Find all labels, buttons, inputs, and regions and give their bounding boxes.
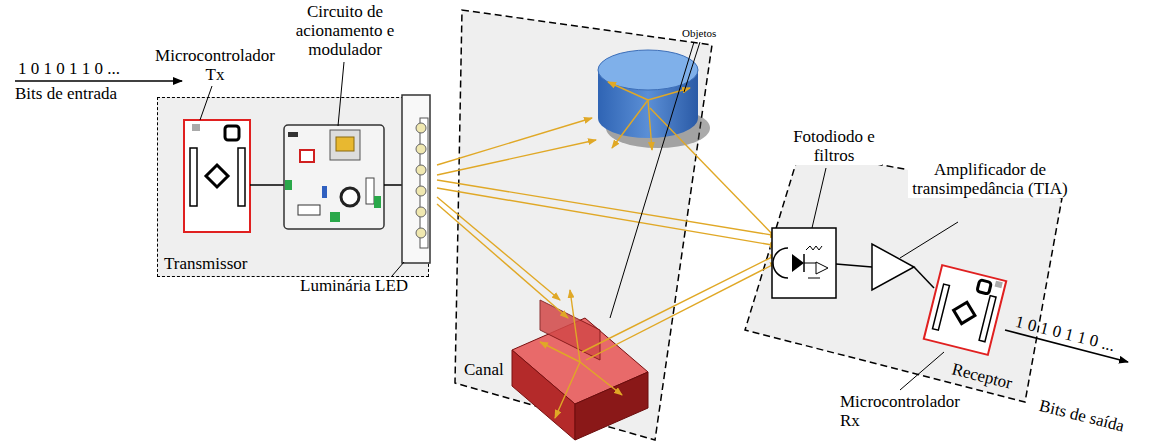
- label-holder: 1 0 1 0 1 1 0 ...: [1018, 312, 1120, 332]
- wire: [914, 267, 934, 288]
- leader-lines: [200, 42, 958, 390]
- label-holder: Bits de saída: [1042, 396, 1129, 416]
- component-label: Amplificador de transimpedância (TIA): [908, 160, 1072, 198]
- component-label: Microcontrolador Tx: [150, 46, 280, 84]
- label-holder: Fotodiodo e filtros: [786, 127, 882, 166]
- rx-microcontroller: [924, 265, 1006, 355]
- callout-label: Objetos: [682, 26, 716, 40]
- wire: [384, 184, 402, 186]
- component-label: Luminária LED: [300, 276, 408, 295]
- label-holder: Circuito de acionamento e modulador: [280, 2, 410, 59]
- light-rays: [437, 82, 778, 418]
- photodiode-box: [772, 228, 836, 298]
- input-arrow: [15, 80, 182, 82]
- tx-microcontroller: [184, 120, 250, 232]
- label-holder: Microcontrolador Rx: [840, 392, 970, 430]
- component-label: Microcontrolador Rx: [840, 392, 970, 430]
- label-holder: Bits de entrada: [15, 84, 117, 103]
- led-luminaire: [402, 95, 430, 263]
- label-holder: Microcontrolador Tx: [150, 46, 280, 84]
- component-label: Circuito de acionamento e modulador: [280, 2, 410, 59]
- region-title: Transmissor: [164, 254, 247, 273]
- signal-label: Bits de saída: [1037, 396, 1126, 435]
- component-label: Fotodiodo e filtros: [786, 127, 882, 165]
- region-title: Canal: [464, 360, 504, 379]
- bit-sequence: 1 0 1 0 1 1 0 ...: [18, 59, 120, 78]
- label-holder: Luminária LED: [300, 276, 408, 295]
- label-holder: Objetos: [682, 26, 716, 40]
- driver-board: [284, 125, 384, 229]
- wire: [836, 264, 872, 267]
- signal-label: Bits de entrada: [15, 84, 117, 103]
- label-holder: 1 0 1 0 1 1 0 ...: [18, 59, 120, 78]
- tia-triangle: [872, 244, 914, 290]
- red-prism: [512, 300, 648, 440]
- wire: [250, 184, 284, 186]
- label-holder: Amplificador de transimpedância (TIA): [908, 160, 1072, 199]
- bit-sequence: 1 0 1 0 1 1 0 ...: [1013, 312, 1117, 355]
